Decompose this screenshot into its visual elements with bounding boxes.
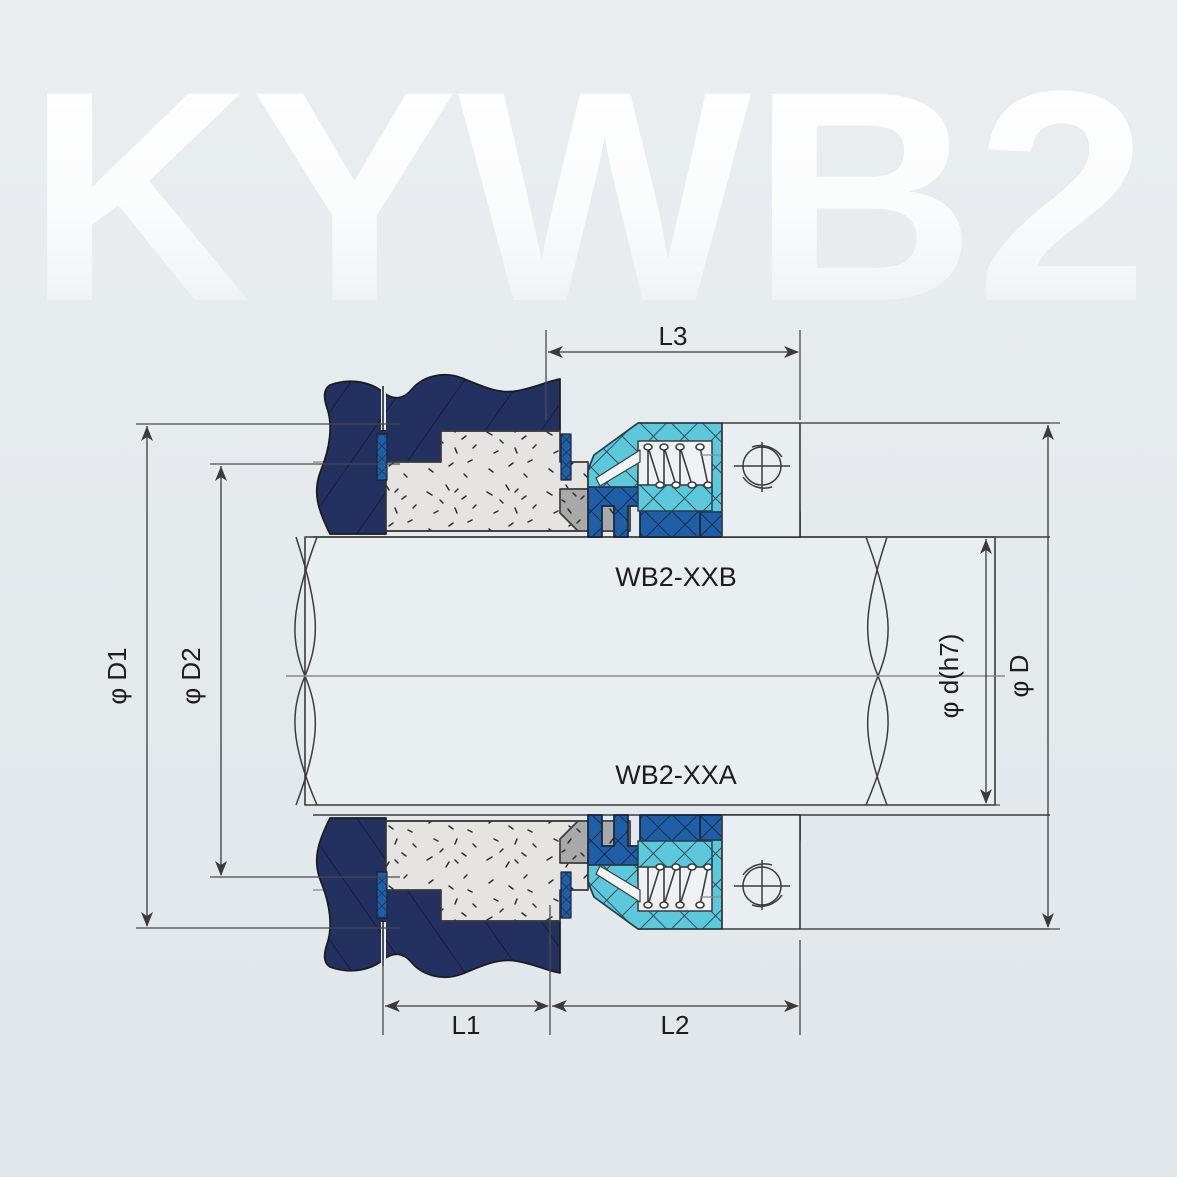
- dim-label-l1: L1: [452, 1010, 481, 1040]
- dim-label-phi-d-h7: φ d(h7): [934, 634, 964, 719]
- dim-label-l2: L2: [661, 1010, 690, 1040]
- watermark-text: KYWB2: [26, 29, 1148, 364]
- dimension-layer: L3 L1 L2 φ D1 φ D2: [102, 321, 1060, 1040]
- part-label-upper: WB2-XXB: [615, 562, 737, 592]
- collar-body-lower: [721, 814, 801, 930]
- dim-l3: [545, 330, 801, 420]
- watermark-kywb2: KYWB2: [26, 29, 1148, 364]
- elastomer-bellows-upper: [315, 374, 561, 535]
- coil-springs-upper: [643, 443, 713, 489]
- dim-label-phi-d2: φ D2: [176, 647, 206, 704]
- shaft: [286, 536, 1005, 806]
- lower-seal-half: [313, 814, 1050, 978]
- dim-label-phi-d: φ D: [1004, 655, 1034, 698]
- dim-phi-d1: [136, 423, 400, 929]
- set-screw-icon-upper: [734, 442, 790, 492]
- o-ring-left-lower: [376, 871, 388, 919]
- part-label-lower: WB2-XXA: [615, 760, 737, 790]
- elastomer-bellows-lower: [315, 817, 561, 978]
- o-ring-left-upper: [376, 433, 388, 481]
- upper-seal-half: [313, 374, 1050, 538]
- dim-phi-d2: [210, 463, 400, 878]
- coil-springs-lower: [643, 863, 713, 909]
- dim-label-phi-d1: φ D1: [102, 647, 132, 704]
- o-ring-right-upper: [560, 433, 572, 481]
- dim-phi-d-h7: [840, 536, 1000, 806]
- collar-body-upper: [721, 422, 801, 538]
- seal-assembly: [286, 374, 1050, 978]
- o-ring-right-lower: [560, 871, 572, 919]
- set-screw-icon-lower: [734, 860, 790, 910]
- dim-phi-d: [800, 422, 1060, 930]
- dim-label-l3: L3: [659, 321, 688, 351]
- dim-l1-l2: [382, 905, 801, 1035]
